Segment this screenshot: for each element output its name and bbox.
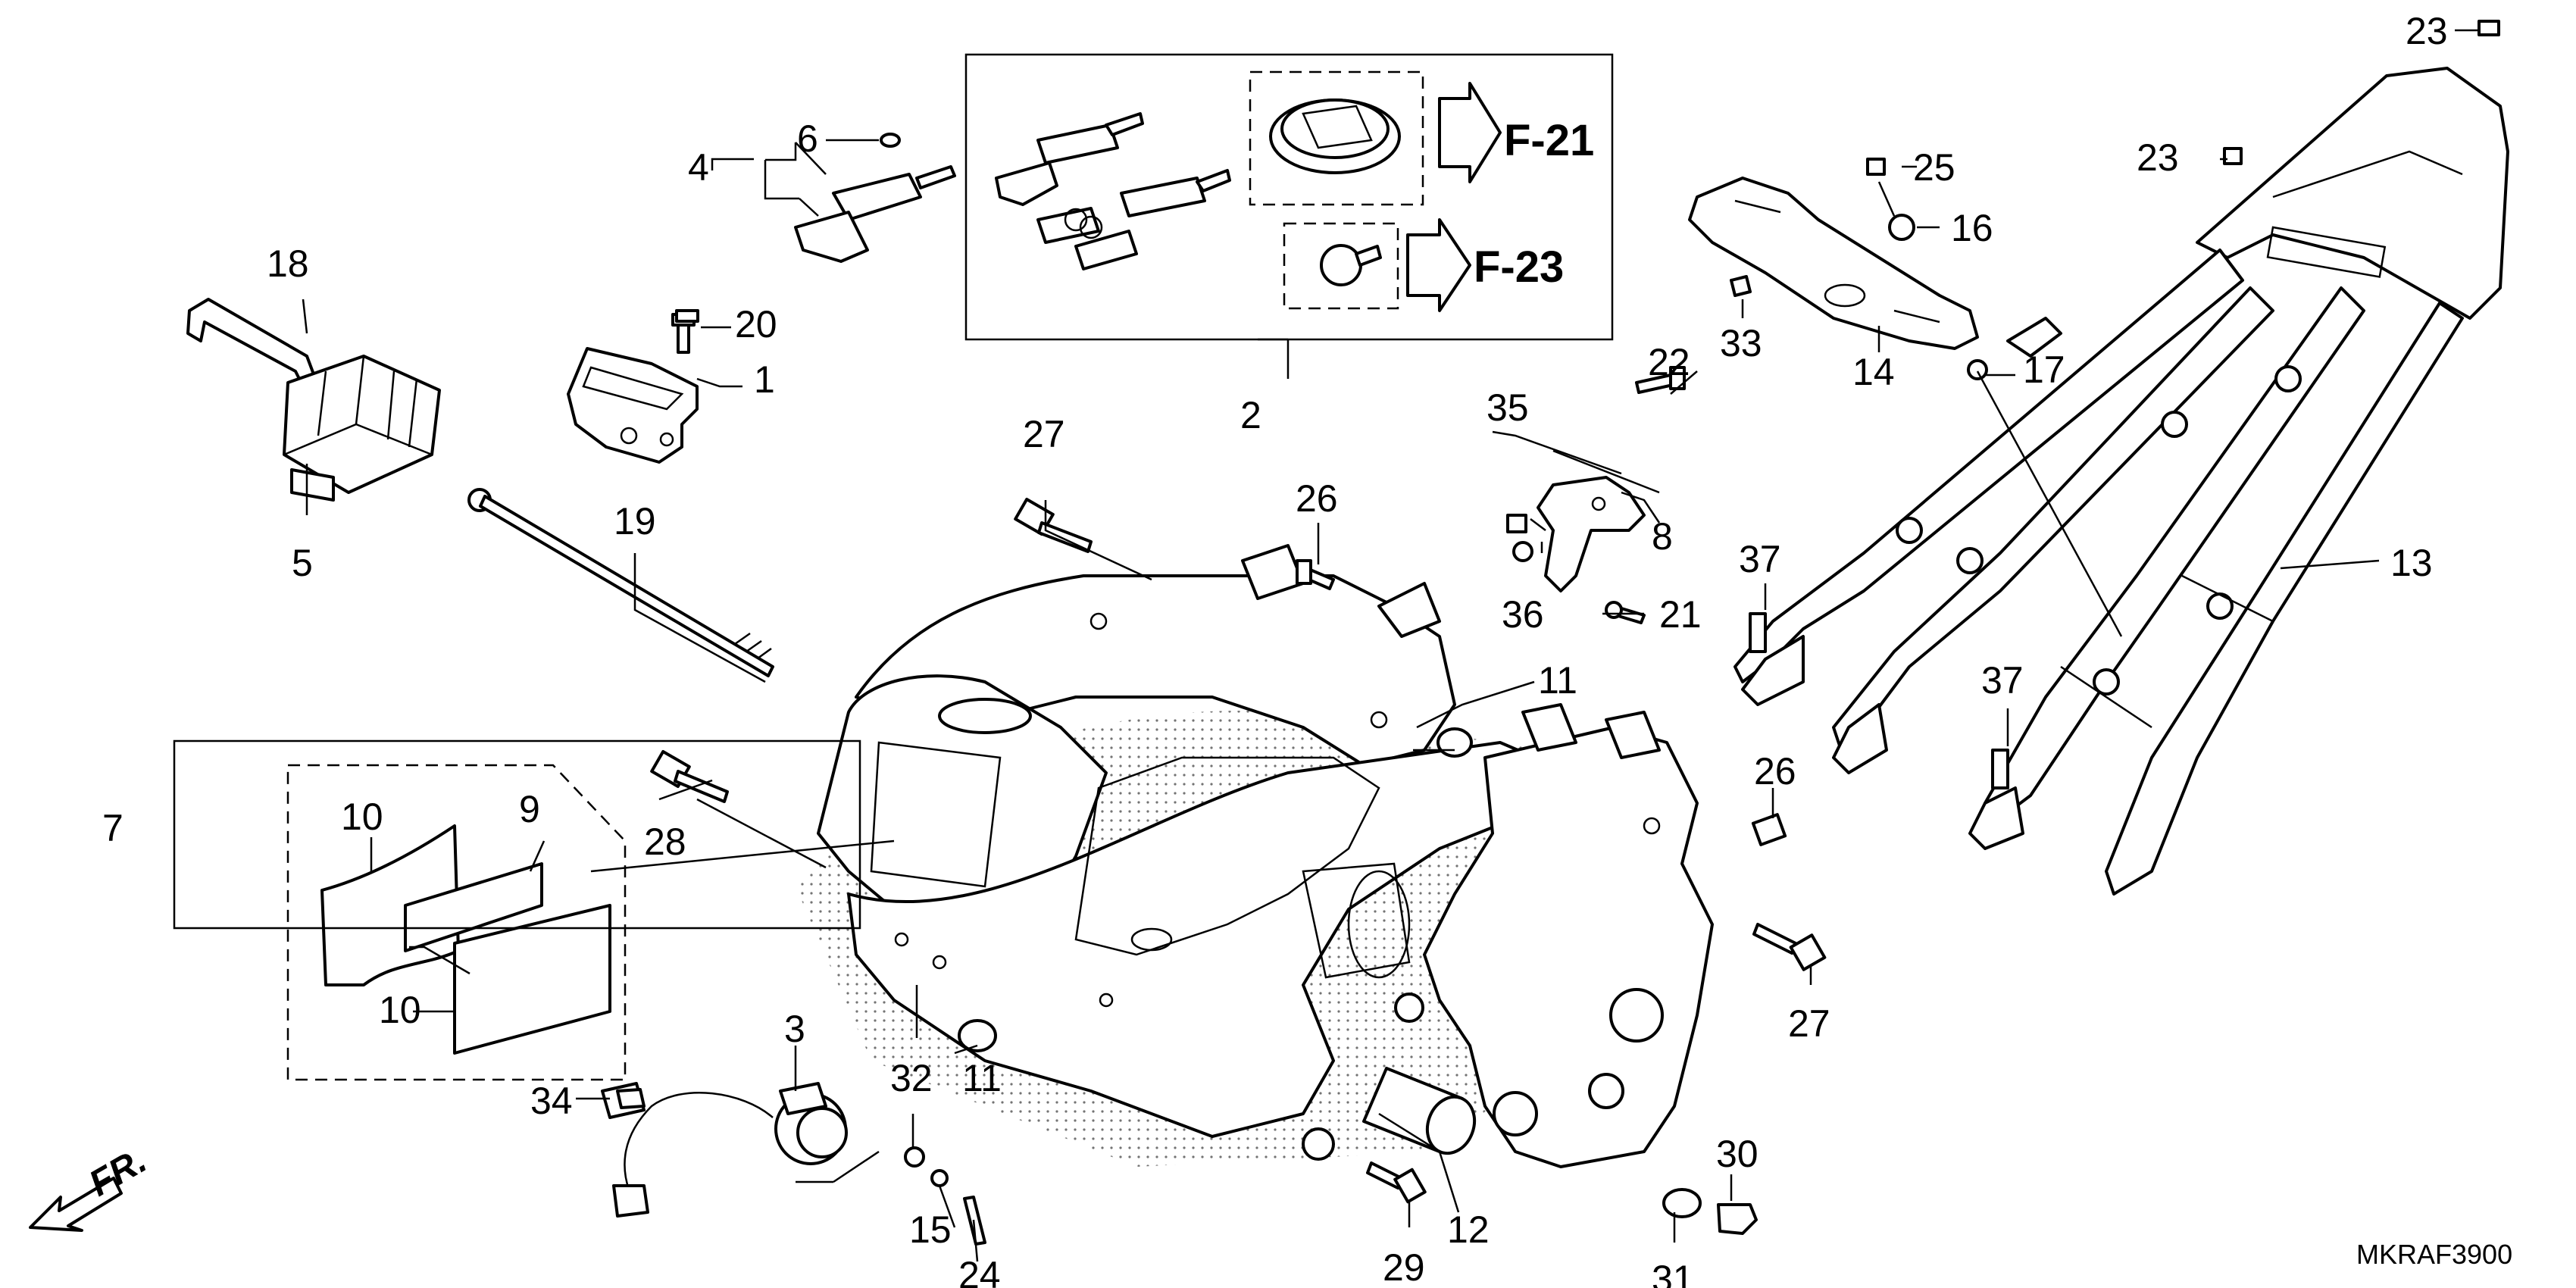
label-18: 18	[267, 242, 309, 285]
main-frame	[817, 544, 1714, 1168]
label-27a: 27	[1023, 413, 1065, 455]
bracket-8	[1537, 476, 1646, 592]
sensor-3	[601, 1082, 848, 1218]
label-7: 7	[102, 807, 123, 849]
long-bolt-19	[467, 488, 774, 677]
label-26b: 26	[1754, 750, 1796, 792]
ignition-switch-1	[567, 313, 699, 464]
key-set-box	[964, 53, 1614, 341]
pad-set-dashed-box	[286, 764, 627, 1081]
label-6: 6	[797, 117, 818, 160]
label-35: 35	[1487, 386, 1529, 429]
label-24: 24	[958, 1254, 1001, 1288]
key-4	[794, 133, 956, 263]
label-9: 9	[519, 788, 540, 830]
label-34: 34	[530, 1080, 573, 1122]
label-33: 33	[1720, 322, 1762, 364]
label-10b: 10	[379, 989, 421, 1031]
label-3: 3	[784, 1008, 805, 1050]
label-37b: 37	[1981, 659, 2024, 702]
label-27b: 27	[1788, 1002, 1830, 1045]
label-10a: 10	[341, 796, 383, 838]
label-11b: 11	[962, 1057, 1002, 1099]
label-31: 31	[1652, 1258, 1694, 1288]
label-2: 2	[1240, 394, 1261, 436]
label-14: 14	[1852, 351, 1895, 393]
front-direction-arrow	[29, 1177, 123, 1232]
key-set-2	[995, 70, 1502, 312]
leader-lines	[302, 29, 2478, 1262]
control-unit-5	[283, 355, 441, 502]
label-23b: 23	[2137, 136, 2179, 179]
sub-frame	[1733, 67, 2509, 896]
reference-f23: F-23	[1474, 242, 1564, 292]
label-23a: 23	[2406, 10, 2448, 52]
bolts	[616, 20, 2500, 1246]
label-26a: 26	[1296, 477, 1338, 520]
label-30: 30	[1716, 1133, 1758, 1175]
label-16: 16	[1951, 207, 1993, 249]
label-17: 17	[2023, 349, 2065, 391]
label-1: 1	[754, 358, 775, 401]
label-21: 21	[1659, 593, 1702, 636]
label-19: 19	[614, 500, 656, 542]
reference-f21: F-21	[1504, 116, 1594, 165]
label-36: 36	[1502, 593, 1544, 636]
label-11a: 11	[1538, 659, 1577, 702]
label-5: 5	[292, 542, 313, 584]
label-12: 12	[1447, 1208, 1490, 1251]
label-32: 32	[890, 1057, 933, 1099]
label-4: 4	[688, 146, 709, 189]
pads-9-10	[320, 824, 611, 1055]
label-25: 25	[1913, 146, 1955, 189]
label-13: 13	[2390, 542, 2433, 584]
label-29: 29	[1383, 1246, 1425, 1288]
label-28: 28	[644, 821, 686, 863]
label-22: 22	[1648, 341, 1690, 383]
label-8: 8	[1652, 515, 1673, 558]
bracket-14	[1688, 177, 1979, 350]
collar-12	[1362, 1067, 1477, 1155]
label-20: 20	[735, 303, 777, 345]
sub-assembly-box-7	[173, 739, 861, 930]
callout-labels: 1 2 3 4 5 6 7 8 9 10 10 11 11 12 13 14 1…	[102, 10, 2448, 1288]
diagram-code: MKRAF3900	[2356, 1239, 2512, 1270]
label-15: 15	[909, 1208, 952, 1251]
label-37a: 37	[1739, 538, 1781, 580]
